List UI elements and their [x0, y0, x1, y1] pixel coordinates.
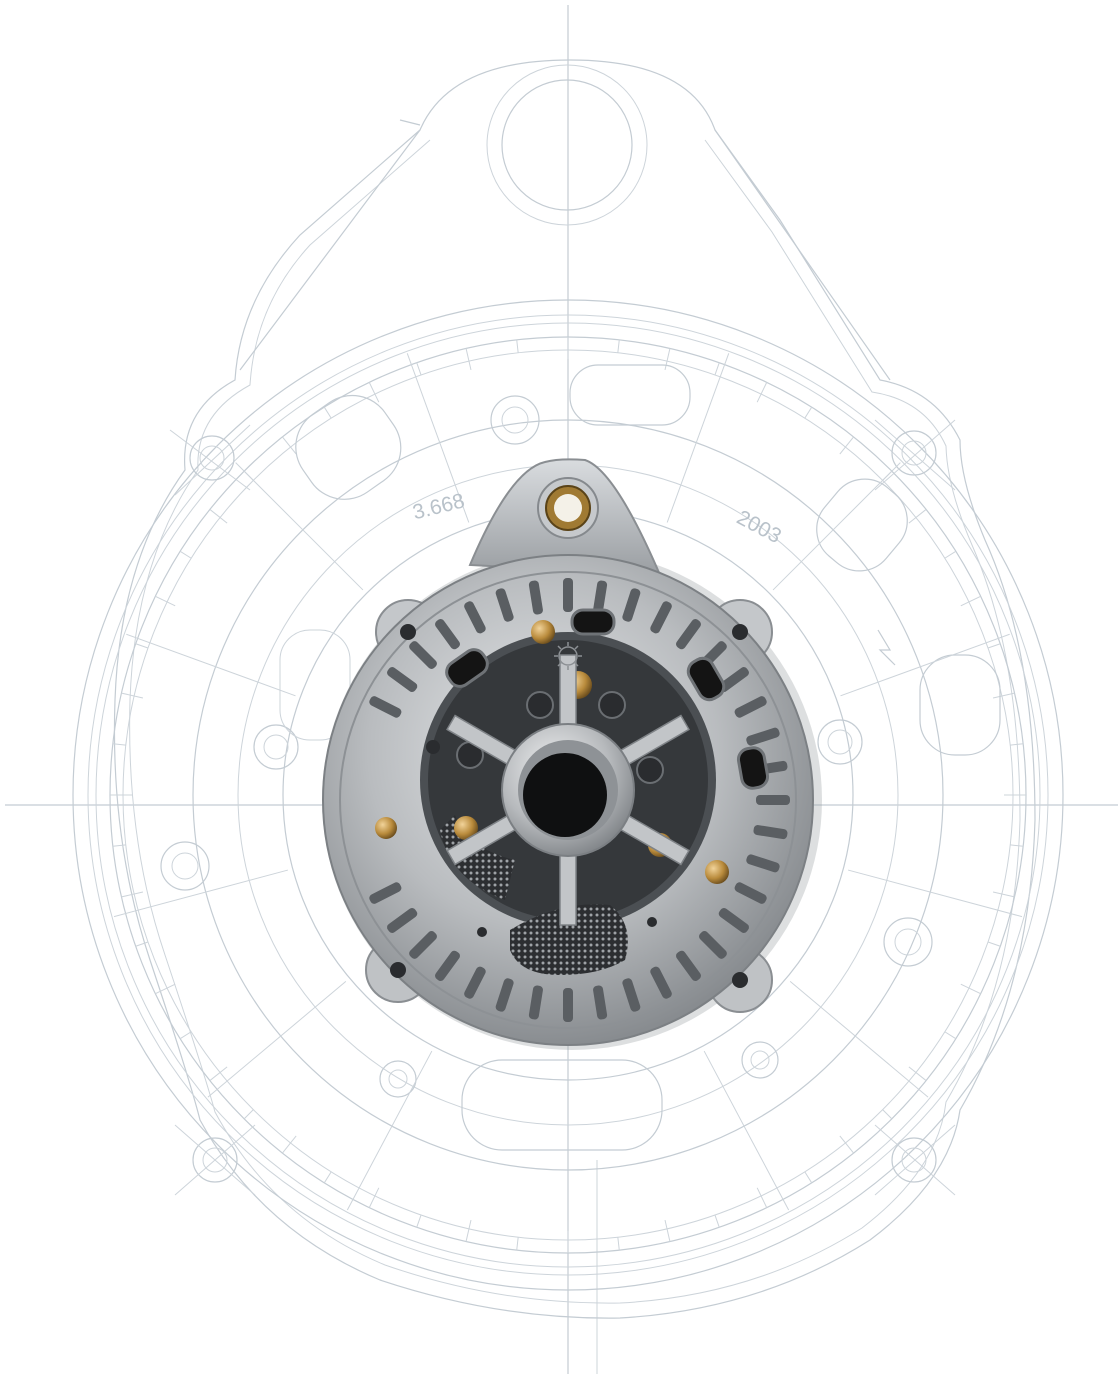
logo-emblem [554, 642, 582, 670]
alternator-housing [322, 458, 822, 1050]
dimension-label-2: 2003 [733, 506, 785, 548]
dimension-label-1: 3.668 [410, 489, 467, 524]
